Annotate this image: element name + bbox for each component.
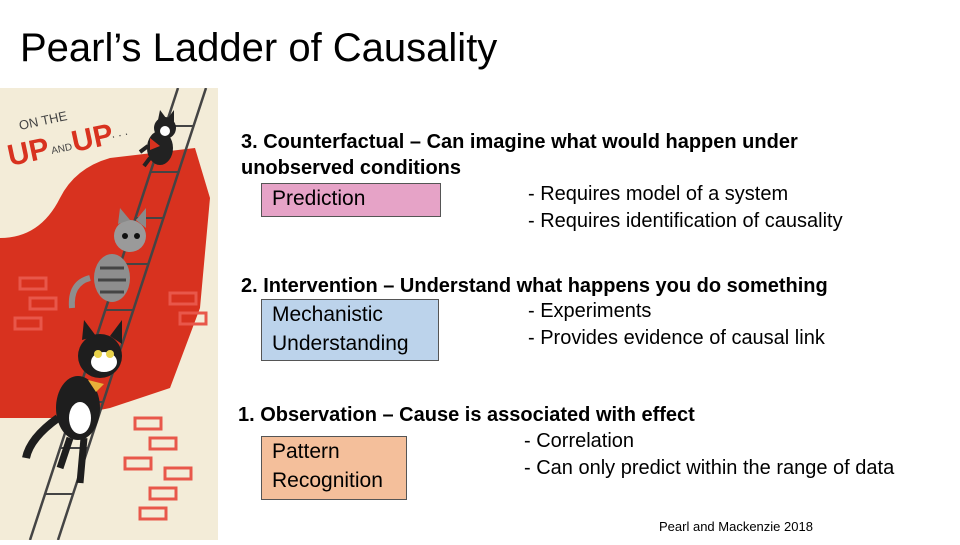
- level-3-bullet-1: - Requires model of a system: [528, 183, 789, 205]
- level-1-bullet-2: - Can only predict within the range of d…: [524, 457, 895, 479]
- pattern-recognition-box: Pattern Recognition: [261, 436, 407, 500]
- level-1-bullet-1: - Correlation: [524, 430, 635, 452]
- level-2-bullet-2: - Provides evidence of causal link: [528, 327, 825, 349]
- level-1-heading: 1. Observation – Cause is associated wit…: [238, 404, 695, 426]
- mechanistic-understanding-box: Mechanistic Understanding: [261, 299, 439, 361]
- cat-figure: [68, 208, 146, 309]
- prediction-box-label: Prediction: [272, 187, 366, 210]
- slide-title: Pearl’s Ladder of Causality: [20, 26, 498, 70]
- level-3-heading-line-1: 3. Counterfactual – Can imagine what wou…: [241, 131, 798, 153]
- sign-and: AND: [50, 142, 73, 157]
- level-3-heading-line-2: unobserved conditions: [241, 157, 462, 179]
- box-label-line-1: Mechanistic: [272, 303, 383, 326]
- box-label-line-1: Pattern: [272, 440, 340, 463]
- cats-on-ladder-illustration: ON THE UP AND UP . . .: [0, 87, 218, 541]
- cat-figure: [138, 110, 176, 168]
- box-label-line-2: Understanding: [272, 332, 409, 355]
- sign-dots: . . .: [110, 124, 129, 141]
- prediction-box: Prediction: [261, 183, 441, 217]
- illustration-svg: ON THE UP AND UP . . .: [0, 87, 218, 541]
- box-label-line-2: Recognition: [272, 469, 383, 492]
- level-3-bullet-2: - Requires identification of causality: [528, 210, 843, 232]
- cat-figure: [22, 320, 122, 484]
- level-2-heading: 2. Intervention – Understand what happen…: [241, 275, 828, 297]
- level-2-bullet-1: - Experiments: [528, 300, 652, 322]
- citation: Pearl and Mackenzie 2018: [659, 519, 813, 534]
